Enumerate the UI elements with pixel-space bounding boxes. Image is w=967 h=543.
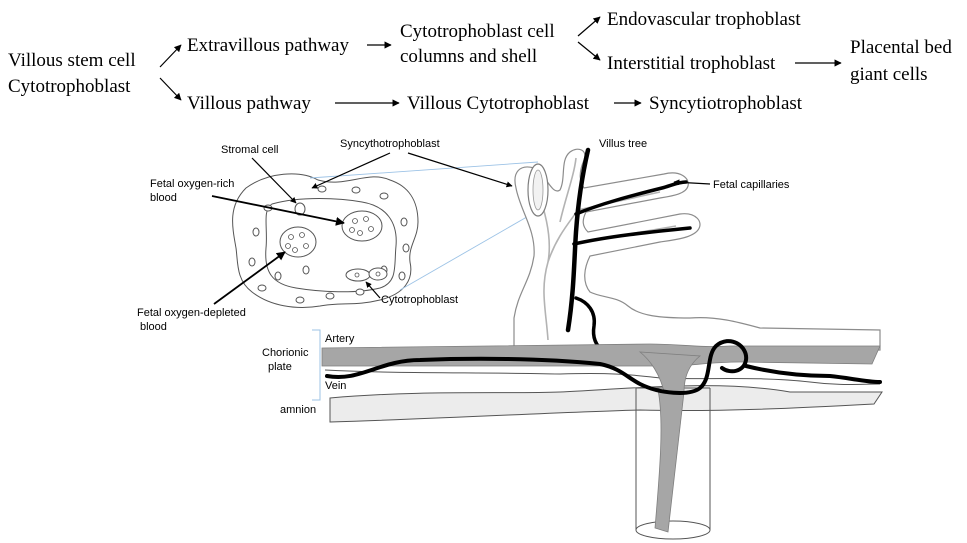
fetal-capillaries-label: Fetal capillaries bbox=[713, 179, 790, 191]
villus-tree bbox=[514, 149, 880, 352]
stem-cell-label-2: Cytotrophoblast bbox=[8, 76, 131, 97]
oxygen-rich-label-2: blood bbox=[150, 192, 177, 204]
oxygen-depleted-label-2: blood bbox=[140, 321, 167, 333]
stromal-cell-label: Stromal cell bbox=[221, 144, 278, 156]
cell-columns-label-1: Cytotrophoblast cell bbox=[400, 21, 555, 42]
villus-tree-label: Villus tree bbox=[599, 138, 647, 150]
syncytho-pointer-villus bbox=[408, 153, 512, 186]
chorionic-plate bbox=[312, 330, 882, 539]
plate-boundary-line bbox=[325, 370, 880, 385]
cytotrophoblast-label: Cytotrophoblast bbox=[381, 294, 458, 306]
arrow-to-villous bbox=[160, 78, 181, 100]
vein-label: Vein bbox=[325, 380, 346, 392]
syncytiotrophoblast-label: Syncytiotrophoblast bbox=[649, 93, 803, 114]
interstitial-trophoblast-label: Interstitial trophoblast bbox=[607, 53, 776, 74]
arrow-to-extravillous bbox=[160, 45, 181, 67]
arrow-to-endovascular bbox=[578, 17, 600, 36]
syncytho-label: Syncythotrophoblast bbox=[340, 138, 440, 150]
section-cut-disc bbox=[528, 164, 548, 216]
giant-cells-label-2: giant cells bbox=[850, 64, 928, 85]
chorionic-plate-bracket bbox=[312, 330, 320, 400]
villous-pathway-label: Villous pathway bbox=[187, 93, 311, 114]
amnion-layer bbox=[330, 386, 882, 422]
cell-columns-label-2: columns and shell bbox=[400, 46, 537, 67]
oxygen-rich-label-1: Fetal oxygen-rich bbox=[150, 178, 234, 190]
stem-cell-label-1: Villous stem cell bbox=[8, 50, 136, 71]
artery-label: Artery bbox=[325, 333, 355, 345]
endovascular-trophoblast-label: Endovascular trophoblast bbox=[607, 9, 801, 30]
villous-cytotrophoblast-label: Villous Cytotrophoblast bbox=[407, 93, 590, 114]
illustration-labels: Stromal cell Syncythotrophoblast Villus … bbox=[137, 138, 790, 416]
trophoblast-flowchart: Villous stem cell Cytotrophoblast Extrav… bbox=[8, 9, 952, 114]
cord-vessel bbox=[655, 390, 684, 532]
arrow-to-interstitial bbox=[578, 42, 600, 60]
capillary-oxygen-rich bbox=[342, 211, 382, 241]
capillary-oxygen-depleted bbox=[280, 227, 316, 257]
amnion-label: amnion bbox=[280, 404, 316, 416]
villus-cross-section bbox=[233, 174, 418, 308]
extravillous-pathway-label: Extravillous pathway bbox=[187, 35, 349, 56]
giant-cells-label-1: Placental bed bbox=[850, 37, 952, 58]
chorionic-plate-label-1: Chorionic bbox=[262, 347, 309, 359]
chorionic-plate-label-2: plate bbox=[268, 361, 292, 373]
oxygen-depleted-label-1: Fetal oxygen-depleted bbox=[137, 307, 246, 319]
